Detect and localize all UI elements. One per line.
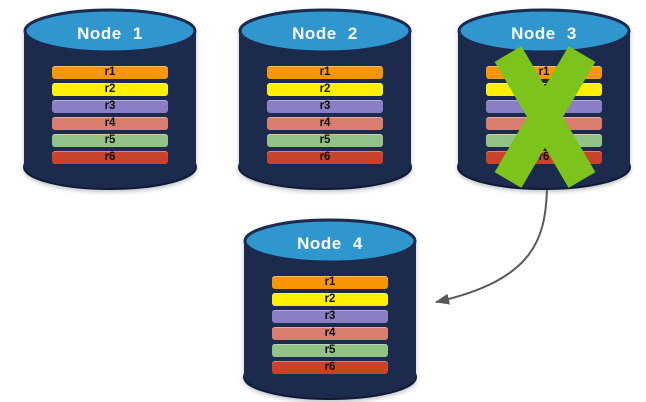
node-2: Node 2 r1 r2 r3 r4 r5 r6 [238,8,412,190]
row-r6: r6 [272,361,388,374]
row-r6: r6 [267,151,383,164]
row-r3: r3 [52,100,168,113]
row-r4: r4 [272,327,388,340]
row-list: r1 r2 r3 r4 r5 r6 [272,276,388,378]
row-r3: r3 [272,310,388,323]
row-r6: r6 [52,151,168,164]
row-r5: r5 [272,344,388,357]
node-title: Node 4 [297,234,363,253]
row-list: r1 r2 r3 r4 r5 r6 [267,66,383,168]
row-r2: r2 [272,293,388,306]
node-1: Node 1 r1 r2 r3 r4 r5 r6 [23,8,197,190]
arrow-node3-to-node4 [435,189,548,305]
row-r4: r4 [267,117,383,130]
row-r2: r2 [267,83,383,96]
node-4: Node 4 r1 r2 r3 r4 r5 r6 [243,218,417,400]
row-list: r1 r2 r3 r4 r5 r6 [52,66,168,168]
row-r5: r5 [52,134,168,147]
row-r4: r4 [52,117,168,130]
x-mark-icon [494,46,596,188]
node-title: Node 3 [511,24,577,43]
row-r1: r1 [272,276,388,289]
row-r5: r5 [267,134,383,147]
node-title: Node 1 [77,24,143,43]
row-r1: r1 [52,66,168,79]
row-r3: r3 [267,100,383,113]
node-title: Node 2 [292,24,358,43]
row-r1: r1 [267,66,383,79]
row-r2: r2 [52,83,168,96]
